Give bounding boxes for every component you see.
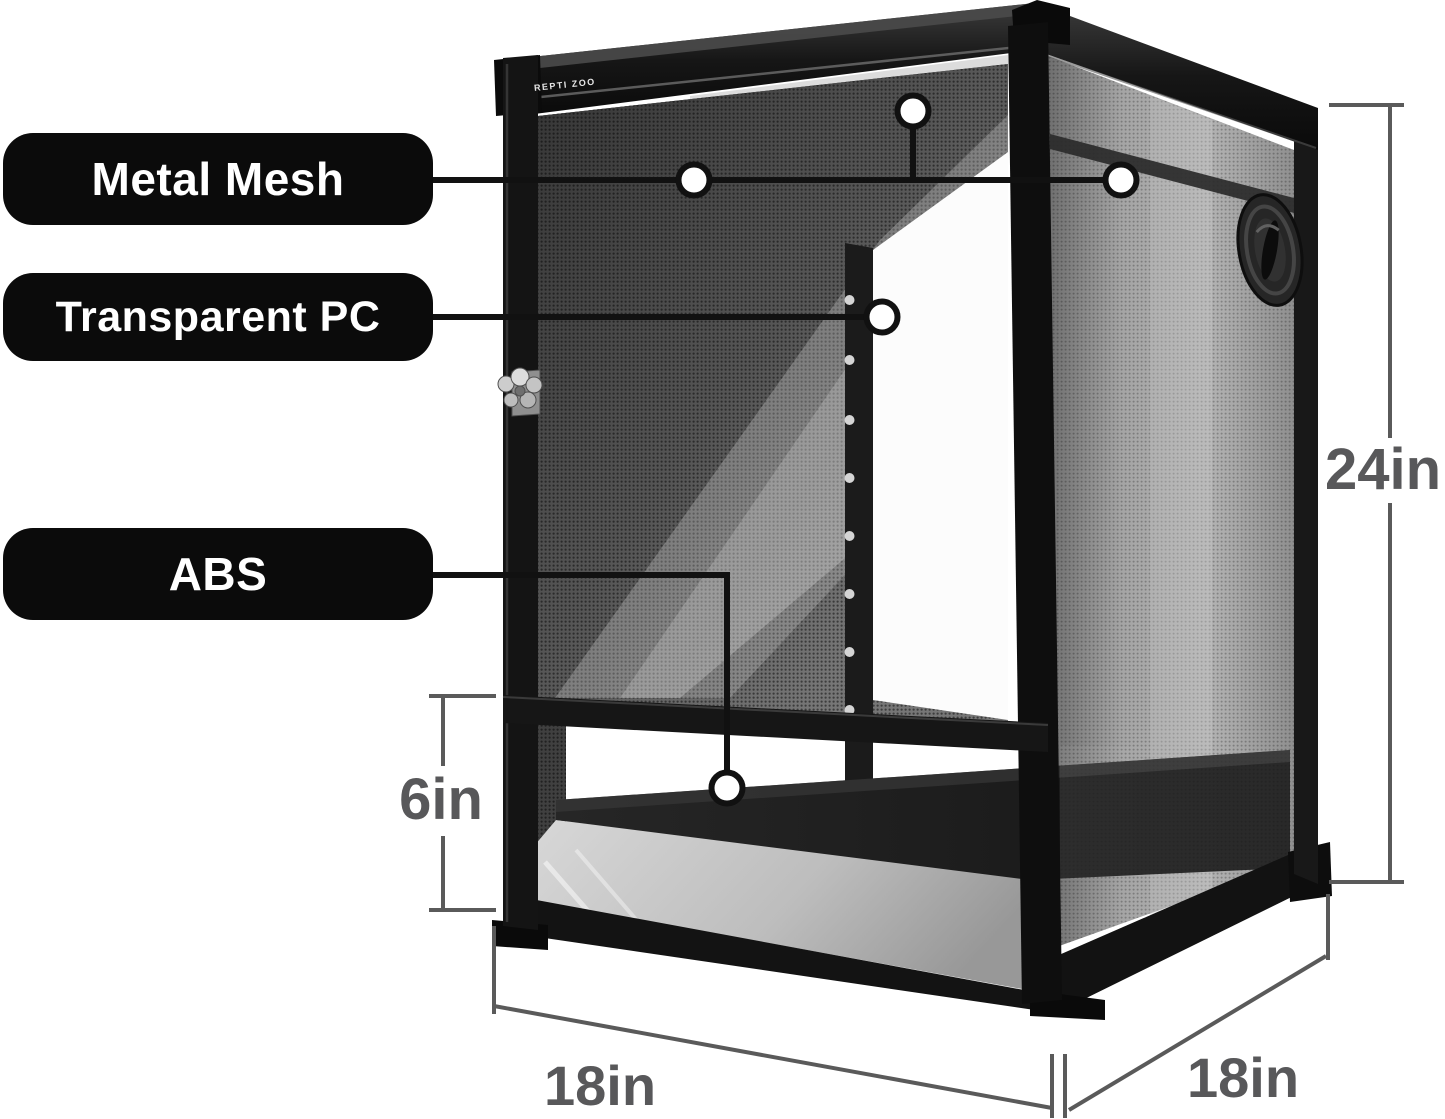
right-top-frame (1035, 3, 1318, 150)
front-top-frame (503, 3, 1035, 118)
callout-lines (432, 92, 1140, 807)
front-top-frame-streak (511, 44, 1029, 102)
right-bottom-frame (1052, 842, 1318, 1010)
bottom-tray-floor (515, 820, 1055, 995)
callout-marker-circle (1102, 161, 1140, 199)
callout-pill-metal-mesh: Metal Mesh (3, 133, 433, 225)
width-dimension-18in (492, 926, 1054, 1118)
callout-markers (675, 92, 1140, 807)
front-bottom-frame (504, 894, 1062, 1014)
right-side-panel (1048, 56, 1294, 950)
post-rivet-dot (844, 589, 855, 599)
callout-pill-label: ABS (168, 548, 268, 600)
dimension-label-width: 18in (543, 1054, 657, 1117)
right-panel-inner-bar (1050, 134, 1294, 213)
cage-frame (492, 0, 1332, 1020)
right-mesh-shading (1048, 56, 1294, 950)
dimension-label-depth: 18in (1186, 1046, 1300, 1109)
callout-marker-circle (894, 92, 932, 130)
depth-dimension-18in (1063, 894, 1330, 1118)
post-rivet-dot (844, 355, 855, 365)
callout-pill-transparent-pc: Transparent PC (3, 273, 433, 361)
interior-back-opening (873, 152, 1008, 720)
dimension-annotations (429, 103, 1404, 1118)
front-mid-frame-highlight (502, 696, 1049, 726)
right-top-frame-edge (1036, 51, 1317, 149)
bottom-section (515, 720, 1055, 995)
post-rivet-dot (844, 531, 855, 541)
bottom-section-dimension-6in (429, 694, 496, 912)
post-rivet-dot (844, 647, 855, 657)
callout-pill-abs: ABS (3, 528, 433, 620)
abs-callout-line (432, 572, 730, 770)
dimension-label-bottom-section: 6in (399, 767, 483, 832)
callout-marker-circle (863, 298, 901, 336)
back-right-post (1294, 100, 1318, 884)
abs-shelf-mesh-hint (1060, 745, 1290, 880)
callout-marker-circle (708, 769, 746, 807)
front-top-frame-lip (503, 3, 1035, 72)
post-rivet-dot (844, 473, 855, 483)
callout-marker-circle (675, 161, 713, 199)
post-rivet-dot (844, 705, 855, 715)
callout-pill-label: Metal Mesh (91, 153, 345, 205)
post-rivet-dot (844, 295, 855, 305)
callout-pill-label: Transparent PC (55, 292, 381, 341)
dimension-label-height: 24in (1324, 437, 1442, 502)
front-mid-frame (503, 695, 1048, 752)
door-lock (497, 367, 543, 417)
interior-back-post (844, 243, 873, 795)
cable-port-knob (1236, 193, 1304, 307)
front-right-post (1008, 22, 1062, 1004)
height-dimension-24in (1329, 103, 1404, 884)
post-rivet-dot (844, 415, 855, 425)
